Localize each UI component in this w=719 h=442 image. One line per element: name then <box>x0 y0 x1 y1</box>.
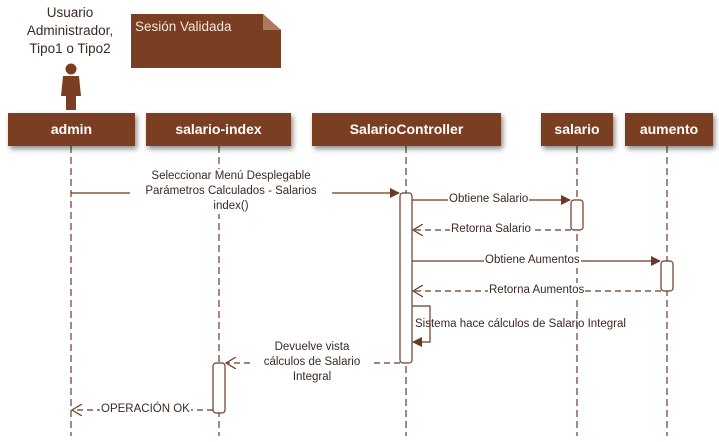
message-label-line: Parámetros Calculados - Salarios <box>145 185 317 197</box>
lifeline-box-admin: admin <box>8 113 135 146</box>
actor-label-line: Administrador, <box>26 23 114 38</box>
lifeline-box-salario-index: salario-index <box>146 113 291 146</box>
actor-label-line: Tipo1 o Tipo2 <box>29 41 111 56</box>
message-label-line: Seleccionar Menú Desplegable <box>151 170 311 182</box>
arrow-calculos-self <box>412 305 431 347</box>
message-label-operacion-ok: OPERACIÓN OK <box>100 402 191 417</box>
lifeline-box-salario: salario <box>541 113 613 146</box>
message-label-retorna-salario: Retorna Salario <box>450 222 532 237</box>
lifeline-box-aumento: aumento <box>625 113 713 146</box>
message-label-calculos: Sistema hace cálculos de Salario Integra… <box>415 318 626 330</box>
lifeline-box-salario-controller: SalarioController <box>312 113 501 146</box>
note-text: Sesión Validada <box>135 19 232 34</box>
message-label-obtiene-salario: Obtiene Salario <box>448 192 530 207</box>
activation-salario <box>570 199 584 231</box>
message-label-retorna-aumentos: Retorna Aumentos <box>488 283 586 298</box>
activation-salario-index <box>212 362 226 414</box>
session-note <box>131 14 281 68</box>
actor-label: Usuario Administrador, Tipo1 o Tipo2 <box>0 4 140 58</box>
message-label-devuelve-vista: Devuelve vista cálculos de Salario Integ… <box>252 340 372 385</box>
message-label-line: cálculos de Salario <box>263 356 361 368</box>
actor-label-line: Usuario <box>46 5 94 20</box>
activation-controller <box>399 192 413 364</box>
activation-aumento <box>660 260 674 292</box>
message-label-line: Integral <box>292 371 332 383</box>
message-label-line: index() <box>213 200 249 212</box>
message-label-seleccionar: Seleccionar Menú Desplegable Parámetros … <box>130 169 332 214</box>
message-label-obtiene-aumentos: Obtiene Aumentos <box>484 253 581 268</box>
actor-figure <box>61 63 81 110</box>
message-label-line: Devuelve vista <box>274 341 350 353</box>
